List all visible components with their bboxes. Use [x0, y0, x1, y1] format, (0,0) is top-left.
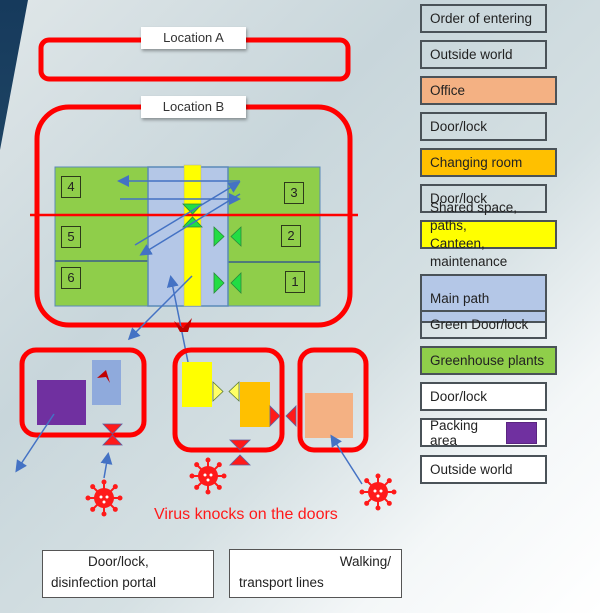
legend-item: Main path	[420, 274, 547, 323]
legend-item-label: Shared space, paths,	[430, 199, 518, 233]
section-number: 4	[61, 176, 81, 198]
door-key-label: Door/lock,	[88, 554, 149, 569]
walking-arrow	[100, 452, 113, 479]
packing-main-path	[92, 360, 121, 405]
green-door-icon	[213, 272, 242, 294]
virus-icon	[189, 457, 227, 495]
greenhouse-left	[54, 166, 151, 307]
legend-item: Door/lock	[420, 184, 547, 213]
legend-item: Office	[420, 76, 557, 105]
changing-room	[240, 382, 270, 427]
virus-icon	[85, 479, 123, 517]
section-number: 6	[61, 267, 81, 289]
legend-item: Changing room	[420, 148, 557, 177]
legend-item-label: Green Door/lock	[430, 317, 529, 332]
office-room	[305, 393, 353, 438]
walking-arrow	[330, 434, 363, 485]
legend-item: Packing area	[420, 417, 547, 448]
walk-key-label: Walking/	[339, 554, 391, 569]
section-number: 1	[285, 271, 305, 293]
legend-item: Shared space, paths,Canteen, maintenance	[420, 200, 557, 269]
section-number: 5	[61, 226, 81, 248]
legend-item-label: Office	[430, 83, 466, 98]
section-number: 2	[281, 225, 301, 247]
legend-item-label: Main path	[430, 291, 490, 306]
legend-title: Order of entering	[420, 4, 547, 33]
legend-item: Door/lock	[420, 112, 547, 141]
legend-item: Outside world	[420, 40, 547, 69]
red-chevron-icon	[174, 318, 192, 332]
legend-item-label: Outside world	[430, 462, 513, 477]
section-number: 3	[284, 182, 304, 204]
legend-item-label: Changing room	[430, 155, 523, 170]
location-b-label: Location B	[141, 96, 246, 118]
walking-lines-key: Walking/ transport lines	[229, 549, 402, 598]
packing-color-swatch	[505, 421, 537, 444]
walk-key-label-line2: transport lines	[239, 575, 324, 590]
door-lock-key: Door/lock, disinfection portal	[42, 550, 214, 598]
yellow-door-icon	[212, 381, 240, 402]
virus-caption: Virus knocks on the doors	[154, 506, 338, 523]
legend-item-label: Door/lock	[430, 119, 488, 134]
legend-item-label: Door/lock	[430, 191, 488, 206]
walking-arrows	[117, 175, 241, 373]
walking-arrow	[15, 413, 55, 473]
door-key-label-line2: disinfection portal	[51, 575, 157, 590]
legend-item-label: Door/lock	[430, 389, 488, 404]
legend-title-label: Order of entering	[430, 11, 533, 26]
shared-space-path	[183, 164, 202, 307]
packing-area	[37, 380, 86, 425]
legend-item: Green Door/lock	[420, 310, 547, 339]
location-a-label: Location A	[141, 27, 246, 49]
red-chevron-icon	[97, 370, 110, 383]
legend-item: Door/lock	[420, 382, 547, 411]
legend-item-label: Packing area	[430, 417, 479, 448]
shared-space-room	[182, 362, 212, 407]
office-building-boundary	[297, 347, 369, 453]
virus-icon	[359, 473, 397, 511]
packing-building-boundary	[19, 347, 147, 438]
legend-item-label: Outside world	[430, 47, 513, 62]
door-lock-icon	[102, 423, 123, 446]
door-lock-icon	[269, 405, 297, 427]
legend-item-label-line2: Canteen, maintenance	[430, 235, 508, 269]
door-lock-icon	[229, 439, 251, 466]
legend-item: Greenhouse plants	[420, 346, 557, 375]
green-door-icon	[213, 226, 242, 247]
changing-building-boundary	[172, 347, 285, 453]
legend-item-label: Greenhouse plants	[430, 353, 545, 368]
legend-item: Outside world	[420, 455, 547, 484]
